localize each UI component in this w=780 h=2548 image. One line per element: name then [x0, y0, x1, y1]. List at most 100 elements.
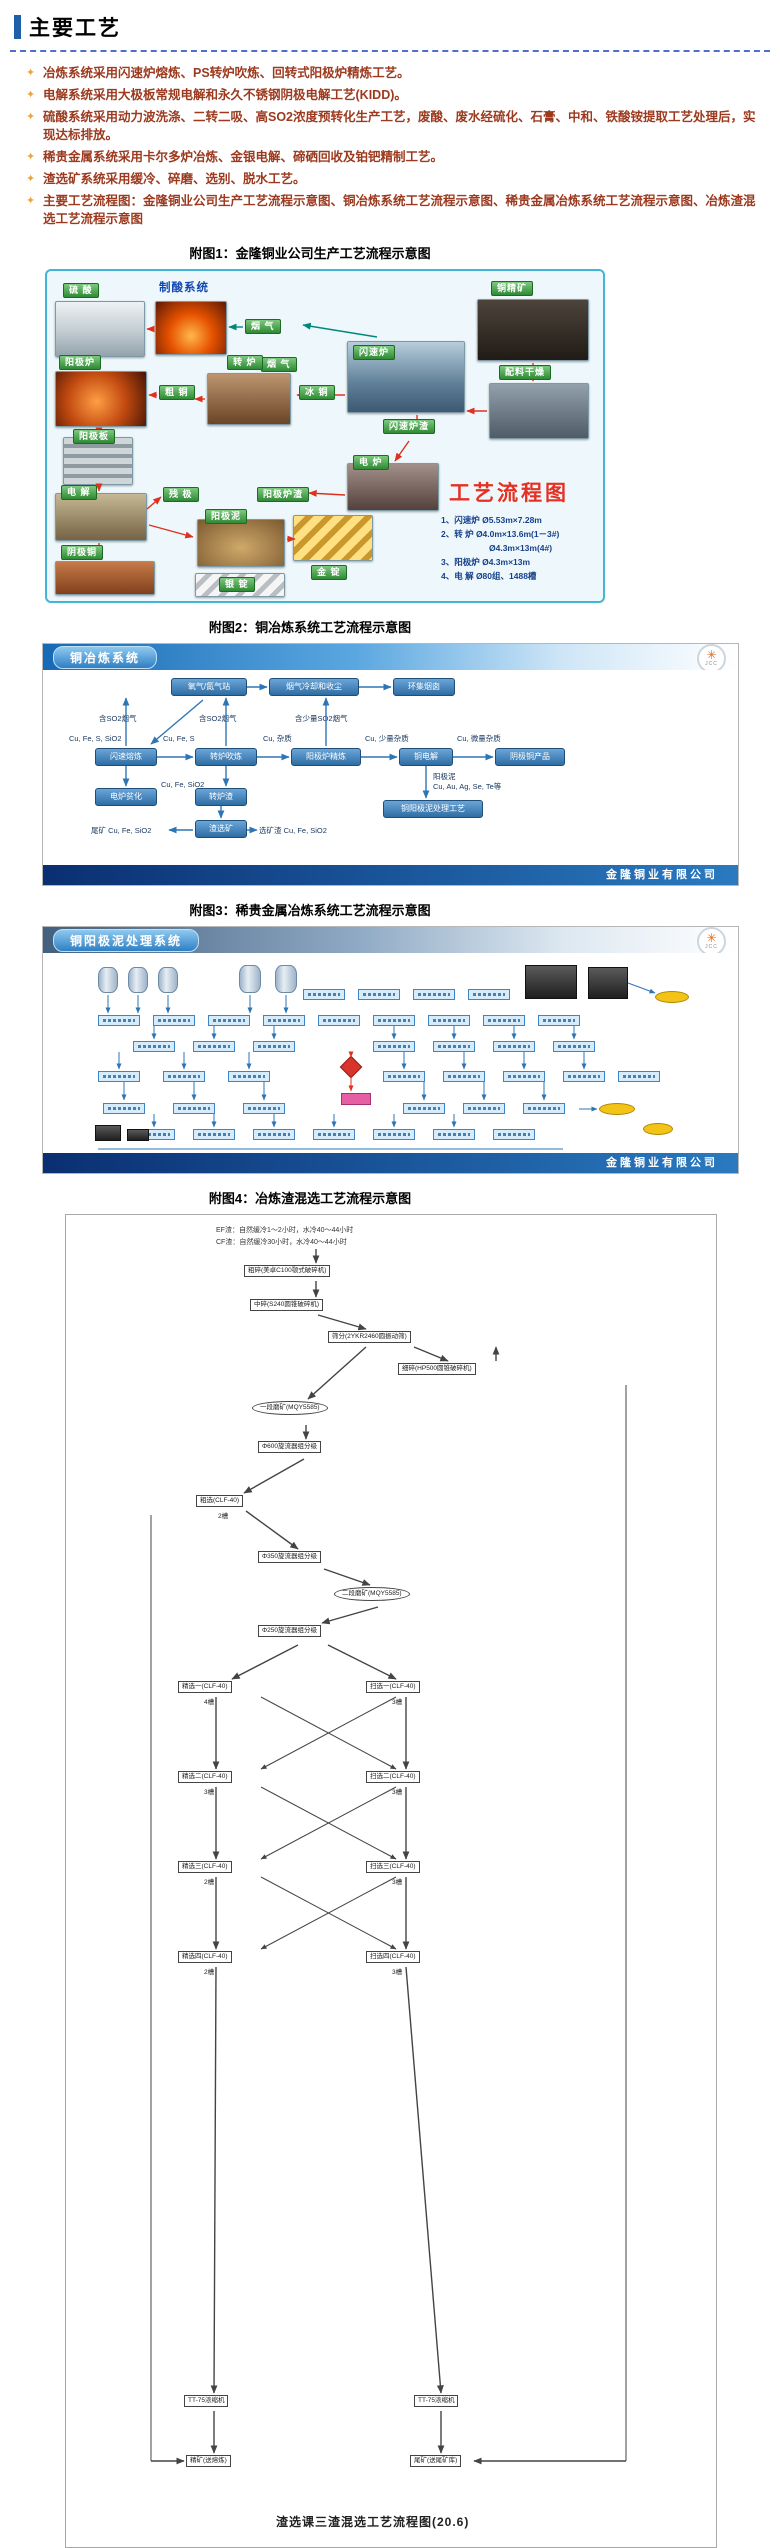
process-box — [313, 1129, 355, 1140]
process-box — [538, 1015, 580, 1026]
label-tailings: 尾矿 Cu, Fe, SiO2 — [91, 826, 152, 835]
process-box — [383, 1071, 425, 1082]
process-box — [193, 1041, 235, 1052]
figure3-nodes — [43, 953, 738, 1153]
label-cathode: Cu, 微量杂质 — [457, 734, 501, 743]
figure3-anode-slime-system-diagram: 铜阳极泥处理系统 ✳ JCC 金隆铜业有限公司 — [42, 926, 739, 1174]
process-box — [98, 1015, 140, 1026]
label-anode-slime: 阳极泥 — [433, 772, 456, 781]
bullet-item: 主要工艺流程图：金隆铜业公司生产工艺流程示意图、铜冶炼系统工艺流程示意图、稀贵金… — [26, 192, 760, 230]
label-cell-count: 3槽 — [392, 1879, 403, 1886]
tank-shape — [158, 967, 178, 993]
process-box — [503, 1071, 545, 1082]
figure2-system-title: 铜冶炼系统 — [53, 645, 158, 669]
node-scavenger-4: 扫选四(CLF-40) — [366, 1951, 420, 1964]
figure1-caption: 附图1：金隆铜业公司生产工艺流程示意图 — [189, 246, 431, 261]
title-accent-bar — [14, 15, 21, 39]
process-box — [428, 1015, 470, 1026]
node-oxygen-nitrogen-station: 氧气/氮气站 — [171, 678, 247, 696]
process-box — [443, 1071, 485, 1082]
label-anode-plate: 阳极板 — [73, 429, 116, 445]
label-so2-gas: 含SO2烟气 — [199, 714, 237, 723]
node-primary-grinding: 一段磨矿(MQY5585) — [252, 1401, 328, 1416]
label-slag: Cu, Fe, SiO2 — [161, 780, 205, 789]
label-flue-gas: 烟 气 — [245, 319, 281, 335]
tank-shape — [128, 967, 148, 993]
photo-batching-drying — [489, 383, 589, 439]
node-flash-smelting: 闪速熔炼 — [95, 748, 157, 766]
label-electrolysis: 电 解 — [61, 485, 97, 501]
photo-equipment — [127, 1129, 149, 1141]
node-cyclone-250: Φ250旋流器组分级 — [258, 1625, 322, 1638]
jcc-logo-icon: ✳ — [706, 648, 717, 662]
process-box — [253, 1041, 295, 1052]
equipment-spec-line: 2、转 炉 Ø4.0m×13.6m(1－3#) — [441, 529, 560, 539]
photo-anode-slime — [197, 519, 285, 567]
label-flotation-slag: 选矿渣 Cu, Fe, SiO2 — [259, 826, 327, 835]
node-concentrate: 精矿(送熔炼) — [186, 2455, 231, 2468]
process-box — [373, 1041, 415, 1052]
photo-acid-system — [155, 301, 227, 355]
equipment-spec-line: 3、阳极炉 Ø4.3m×13m — [441, 557, 531, 567]
node-cleaner-4: 精选四(CLF-40) — [178, 1951, 232, 1964]
figure2-smelting-system-diagram: 铜冶炼系统 ✳ JCC 氧气/氮气站烟气冷却和收尘环集烟囱含SO2烟气含SO2烟… — [42, 643, 739, 886]
bullet-list: 冶炼系统采用闪速炉熔炼、PS转炉吹炼、回转式阳极炉精炼工艺。电解系统采用大极板常… — [26, 64, 760, 229]
label-feed: Cu, Fe, S, SiO2 — [69, 734, 122, 743]
jcc-logo-text: JCC — [705, 661, 718, 667]
label-electric-furnace: 电 炉 — [353, 455, 389, 471]
process-box — [153, 1015, 195, 1026]
node-thickener: TT-75浓缩机 — [184, 2395, 229, 2408]
label-sulfuric-acid: 硫 酸 — [63, 283, 99, 299]
node-scavenger-2: 扫选二(CLF-40) — [366, 1771, 420, 1784]
furnace-diamond-shape — [339, 1055, 363, 1079]
product-ellipse — [643, 1123, 673, 1135]
process-box — [493, 1129, 535, 1140]
node-electrorefining: 铜电解 — [399, 748, 453, 766]
label-blister: Cu, 杂质 — [263, 734, 292, 743]
figure3-header: 铜阳极泥处理系统 ✳ JCC — [43, 927, 738, 956]
jcc-logo-text: JCC — [705, 944, 718, 950]
photo-equipment — [95, 1125, 121, 1141]
label-anode-furnace-slag: 阳极炉渣 — [257, 487, 310, 503]
label-matte: Cu, Fe, S — [163, 734, 195, 743]
node-cyclone-350: Φ350旋流器组分级 — [258, 1551, 322, 1564]
process-box — [173, 1103, 215, 1114]
label-cathode-copper: 阴极铜 — [61, 545, 104, 561]
label-copper-concentrate: 铜精矿 — [491, 281, 534, 297]
label-silver-ingot: 银 锭 — [219, 577, 255, 593]
process-box — [208, 1015, 250, 1026]
label-anode-slime-content: Cu, Au, Ag, Se, Te等 — [433, 782, 502, 791]
node-thickener: TT-75浓缩机 — [414, 2395, 459, 2408]
label-acid-system: 制酸系统 — [159, 282, 209, 294]
page-title: 主要工艺 — [29, 17, 121, 40]
process-box — [253, 1129, 295, 1140]
photo-anode-furnace — [55, 371, 147, 427]
label-gold-ingot: 金 锭 — [311, 565, 347, 581]
jcc-logo: ✳ JCC — [697, 927, 726, 956]
process-box — [103, 1103, 145, 1114]
label-anode-scrap: 残 极 — [163, 487, 199, 503]
figure2-caption: 附图2：铜冶炼系统工艺流程示意图 — [208, 620, 412, 635]
node-screening: 筛分(2YKR2460圆振动筛) — [328, 1331, 411, 1344]
figure1-production-flowchart: 硫 酸制酸系统烟 气烟 气铜精矿闪速炉配料干燥阳极炉粗 铜转 炉冰 铜阳极板闪速… — [45, 269, 605, 603]
photo-electric-furnace — [347, 463, 439, 511]
process-box — [193, 1129, 235, 1140]
process-box — [553, 1041, 595, 1052]
figure3-caption: 附图3：稀贵金属冶炼系统工艺流程示意图 — [189, 903, 431, 918]
figure1-nodes: 硫 酸制酸系统烟 气烟 气铜精矿闪速炉配料干燥阳极炉粗 铜转 炉冰 铜阳极板闪速… — [47, 271, 603, 601]
process-box-pink — [341, 1093, 371, 1105]
process-box — [563, 1071, 605, 1082]
fig4-note: CF渣：自然缓冷30小时，水冷40～44小时 — [216, 1239, 347, 1246]
process-box — [433, 1041, 475, 1052]
tank-shape — [239, 965, 261, 993]
label-batching-drying: 配料干燥 — [499, 365, 552, 381]
figure2-company-footer: 金隆铜业有限公司 — [43, 865, 738, 885]
node-medium-crushing: 中碎(S240圆锥破碎机) — [250, 1299, 324, 1312]
process-box — [243, 1103, 285, 1114]
label-blister-copper: 粗 铜 — [159, 385, 195, 401]
photo-electrolysis — [55, 493, 147, 541]
equipment-spec-line: 1、闪速炉 Ø5.53m×7.28m — [441, 515, 542, 525]
node-cleaner-3: 精选三(CLF-40) — [178, 1861, 232, 1874]
node-cleaner-2: 精选二(CLF-40) — [178, 1771, 232, 1784]
